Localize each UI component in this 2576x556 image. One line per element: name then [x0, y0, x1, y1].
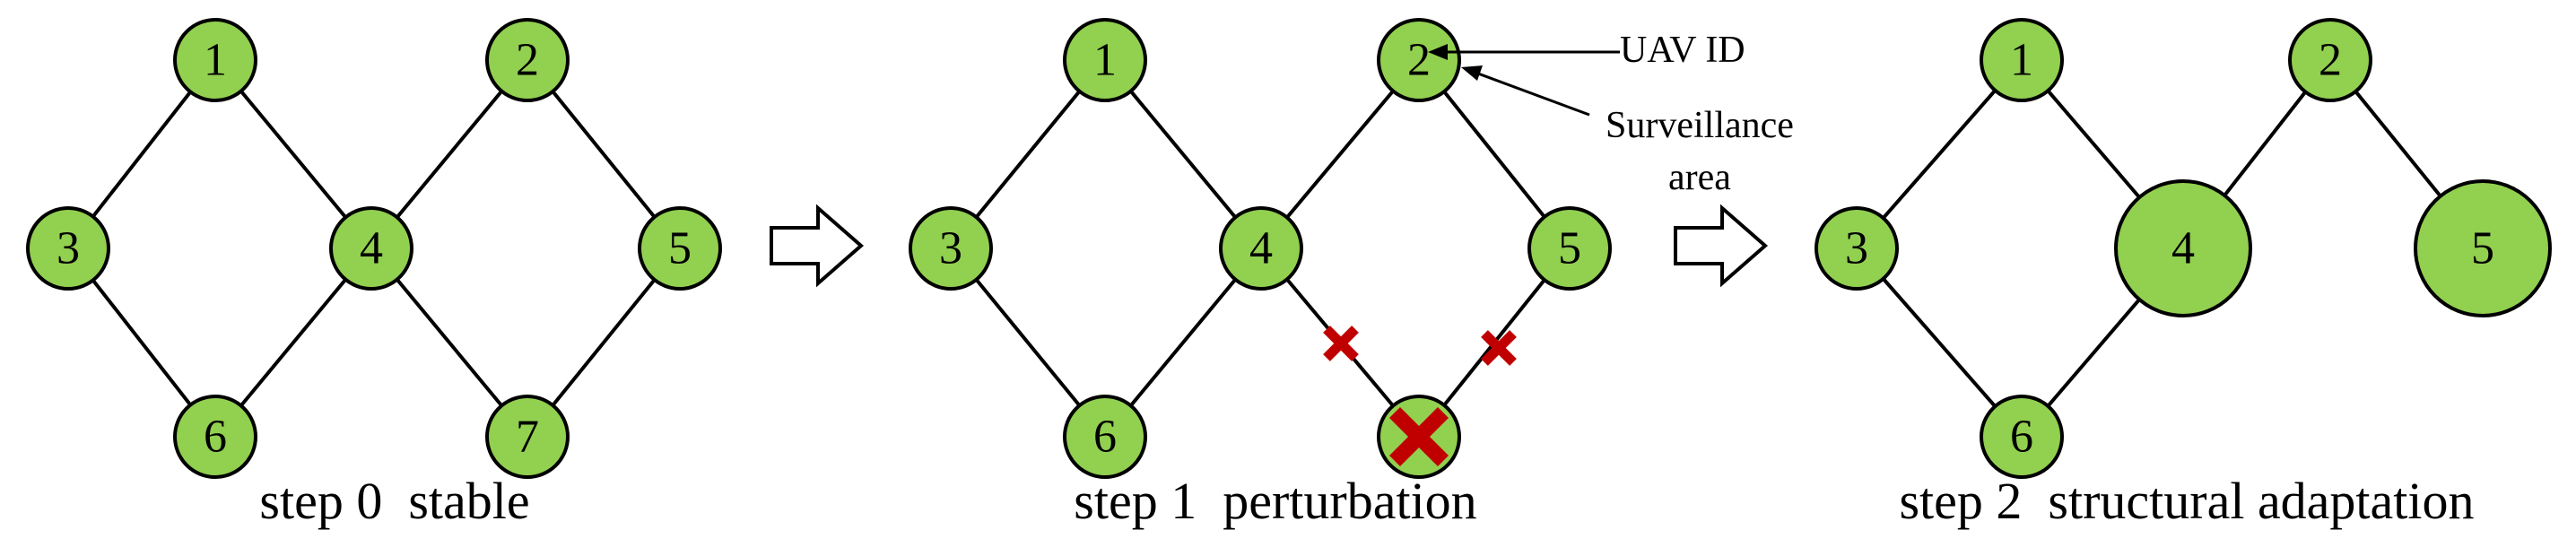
node-4 [1219, 206, 1303, 291]
right-arrow-icon [1674, 204, 1769, 288]
failure-x-icon [1388, 406, 1449, 467]
node-label-6: 6 [1093, 412, 1117, 463]
surveillance-label-line1: Surveillance [1606, 105, 1794, 146]
link-break-x-icon [1323, 326, 1359, 361]
link-break-x-icon [1481, 330, 1517, 366]
node-6 [1980, 395, 2064, 479]
node-label-2: 2 [1407, 35, 1431, 86]
node-label-3: 3 [1845, 223, 1868, 274]
arrowhead-icon [1461, 65, 1483, 81]
node-5 [638, 206, 722, 291]
uav-id-annotation: UAV ID [1428, 30, 1745, 71]
node-label-1: 1 [204, 35, 227, 86]
node-5 [1527, 206, 1612, 291]
caption-step-2: step 2 structural adaptation [1899, 472, 2474, 530]
node-3 [1815, 206, 1899, 291]
node-3 [26, 206, 110, 291]
node-label-3: 3 [57, 223, 80, 274]
node-5-enlarged [2414, 179, 2552, 317]
node-7 [485, 395, 570, 479]
node-2 [2288, 18, 2372, 102]
panel-step-0: 1 2 3 4 5 6 7 step 0 stable [26, 18, 722, 530]
node-2 [485, 18, 570, 102]
node-label-1: 1 [2010, 35, 2033, 86]
right-arrow-icon [770, 204, 865, 288]
node-label-5: 5 [2471, 223, 2494, 274]
node-label-7: 7 [516, 412, 539, 463]
arrowhead-icon [1428, 44, 1448, 60]
panel-step-1: 1 2 3 4 5 6 UAV ID Surveillance [909, 18, 1794, 530]
node-label-5: 5 [1558, 223, 1581, 274]
node-label-2: 2 [2319, 35, 2342, 86]
node-1 [1063, 18, 1147, 102]
node-label-4: 4 [360, 223, 383, 274]
surveillance-area-annotation: Surveillance area [1461, 65, 1794, 198]
node-4 [329, 206, 413, 291]
node-3 [909, 206, 993, 291]
node-label-1: 1 [1093, 35, 1117, 86]
node-4-enlarged [2114, 179, 2252, 317]
node-1 [1980, 18, 2064, 102]
node-2 [1377, 18, 1461, 102]
node-label-6: 6 [204, 412, 227, 463]
caption-step-1: step 1 perturbation [1074, 472, 1476, 530]
node-label-5: 5 [668, 223, 692, 274]
caption-step-0: step 0 stable [259, 472, 529, 530]
uav-id-label: UAV ID [1620, 30, 1745, 71]
node-label-4: 4 [2171, 223, 2195, 274]
node-6 [1063, 395, 1147, 479]
node-label-2: 2 [516, 35, 539, 86]
panel-step-2: 1 2 3 4 5 6 step 2 structural adaptation [1815, 18, 2552, 530]
node-1 [173, 18, 257, 102]
surveillance-label-line2: area [1668, 157, 1731, 198]
node-label-3: 3 [939, 223, 962, 274]
node-label-4: 4 [1249, 223, 1273, 274]
node-label-6: 6 [2010, 412, 2033, 463]
node-6 [173, 395, 257, 479]
